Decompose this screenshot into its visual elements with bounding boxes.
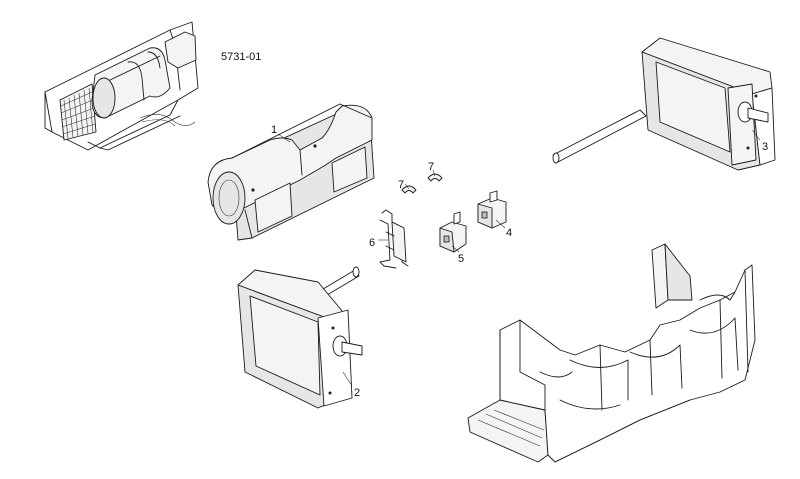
base-tray-housing xyxy=(467,243,756,463)
part-5-switch xyxy=(439,211,467,253)
part-2-heater-core xyxy=(237,266,363,409)
callout-7a: 7 xyxy=(398,179,404,191)
assembled-unit-illustration xyxy=(44,21,199,151)
part-6-bracket xyxy=(379,209,409,269)
callout-7b: 7 xyxy=(428,161,434,173)
leader-lines xyxy=(277,129,761,387)
callout-4: 4 xyxy=(506,227,512,239)
part-4-switch xyxy=(477,190,507,229)
drawing-reference-number: 5731-01 xyxy=(221,51,261,63)
part-7-clip-b xyxy=(427,173,443,182)
callout-2: 2 xyxy=(354,387,360,399)
callout-5: 5 xyxy=(458,253,464,265)
callout-1: 1 xyxy=(271,124,277,136)
part-1-blower-housing xyxy=(207,103,375,241)
callout-3: 3 xyxy=(762,141,768,153)
callout-6: 6 xyxy=(369,237,375,249)
part-3-heater-core xyxy=(552,37,776,171)
